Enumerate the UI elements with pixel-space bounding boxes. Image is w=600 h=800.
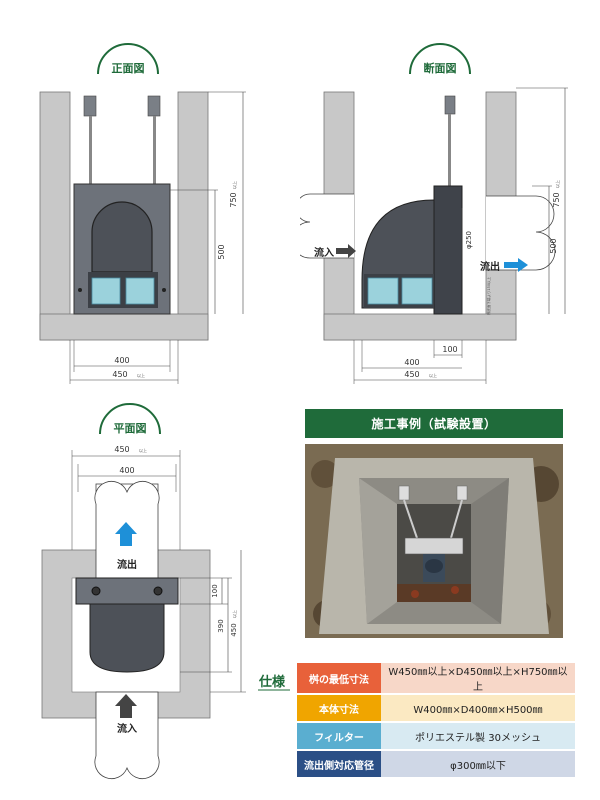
- front-dim-750-suffix: 以上: [231, 181, 237, 189]
- front-rod-left: [89, 116, 92, 184]
- section-inflow-arrow-icon: [336, 244, 356, 258]
- section-dim-450-suffix: 以上: [429, 372, 437, 378]
- plan-outlet-bar: [75, 577, 179, 605]
- section-outflow-pipe-end: [535, 195, 556, 271]
- front-view-title-arc: [97, 43, 159, 75]
- section-dim-500: 500: [549, 238, 558, 253]
- section-pit-floor: [323, 313, 517, 341]
- section-view-title: 断面図: [424, 61, 457, 75]
- front-bolt-left: [78, 288, 82, 292]
- spec-key: 桝の最低寸法: [297, 663, 381, 695]
- front-left-wall: [39, 91, 71, 341]
- front-dim-750: 750: [229, 192, 238, 207]
- front-filter-right: [125, 277, 155, 305]
- spec-value: W400㎜×D400㎜×H500㎜: [381, 694, 575, 723]
- section-dim-phi250: φ250: [465, 231, 473, 249]
- front-bracket-right: [147, 95, 161, 117]
- plan-outflow-arrow-icon: [115, 522, 137, 546]
- front-pipe-opening: [91, 201, 153, 273]
- front-view-title: 正面図: [112, 61, 145, 75]
- section-dim-450: 450: [404, 370, 419, 379]
- plan-view-title-arc: [99, 403, 161, 435]
- section-dim-400: 400: [404, 358, 419, 367]
- plan-dim-450-suffix: 以上: [139, 447, 147, 453]
- plan-dim-450: 450: [114, 445, 129, 454]
- front-right-wall: [177, 91, 209, 341]
- plan-dim-100: 100: [211, 584, 219, 597]
- section-bracket: [444, 95, 456, 115]
- section-filter-left: [367, 277, 399, 305]
- spec-key: 流出側対応管径: [297, 750, 381, 779]
- section-dim-100: 100: [442, 345, 457, 354]
- front-view-diagram: 正面図 500 750 以上 400 450 以上: [39, 43, 246, 384]
- section-view-diagram: 断面図 流入 流出 φ250 桝底面下端より150以上 500 750 以上 1…: [300, 43, 568, 384]
- front-bolt-right: [162, 288, 166, 292]
- front-dim-450-suffix: 以上: [137, 372, 145, 378]
- plan-main-body: [89, 603, 165, 673]
- section-dim-750: 750: [552, 192, 561, 207]
- plan-view-title: 平面図: [114, 421, 147, 435]
- front-dim-400: 400: [114, 356, 129, 365]
- front-filter-left: [91, 277, 121, 305]
- plan-dim-390: 390: [217, 619, 225, 632]
- plan-dim-400: 400: [119, 466, 134, 475]
- front-rod-right: [153, 116, 156, 184]
- spec-value: φ300㎜以下: [381, 750, 575, 779]
- plan-dim-450-right: 450: [230, 623, 238, 636]
- section-view-title-arc: [409, 43, 471, 75]
- section-dim-750-suffix: 以上: [554, 180, 560, 188]
- section-outlet-panel: [433, 185, 463, 315]
- installation-photo-drawing: [305, 444, 563, 638]
- plan-bolt-left: [91, 586, 101, 596]
- front-bracket-left: [83, 95, 97, 117]
- plan-inflow-arrow-icon: [115, 694, 137, 718]
- spec-value: ポリエステル製 30メッシュ: [381, 722, 575, 751]
- spec-value: W450㎜以上×D450㎜以上×H750㎜以上: [381, 663, 575, 695]
- spec-key: フィルター: [297, 722, 381, 751]
- section-outflow-label: 流出: [480, 260, 500, 273]
- plan-outflow-label: 流出: [117, 558, 137, 571]
- spec-title-underline: [258, 689, 290, 691]
- section-filter-right: [401, 277, 433, 305]
- photo-header: 施工事例（試験設置）: [305, 409, 563, 438]
- section-rod: [448, 114, 451, 186]
- section-inner-note: 桝底面下端より150以上: [486, 276, 491, 315]
- plan-inflow-label: 流入: [117, 722, 137, 735]
- front-dim-500: 500: [217, 244, 226, 259]
- installation-photo: [305, 444, 563, 638]
- spec-row: フィルターポリエステル製 30メッシュ: [297, 722, 575, 751]
- spec-title: 仕様: [259, 675, 286, 690]
- front-dim-450: 450: [112, 370, 127, 379]
- plan-dim-450-right-suffix: 以上: [231, 610, 237, 618]
- plan-view-diagram: 平面図 流出 流入 450 以上 400 100 390 450 以上: [41, 403, 246, 780]
- plan-bolt-right: [153, 586, 163, 596]
- section-inflow-pipe-end: [300, 193, 311, 259]
- section-inflow-label: 流入: [314, 246, 334, 259]
- spec-key: 本体寸法: [297, 694, 381, 723]
- section-outflow-arrow-icon: [504, 258, 528, 272]
- front-pit-floor: [39, 313, 209, 341]
